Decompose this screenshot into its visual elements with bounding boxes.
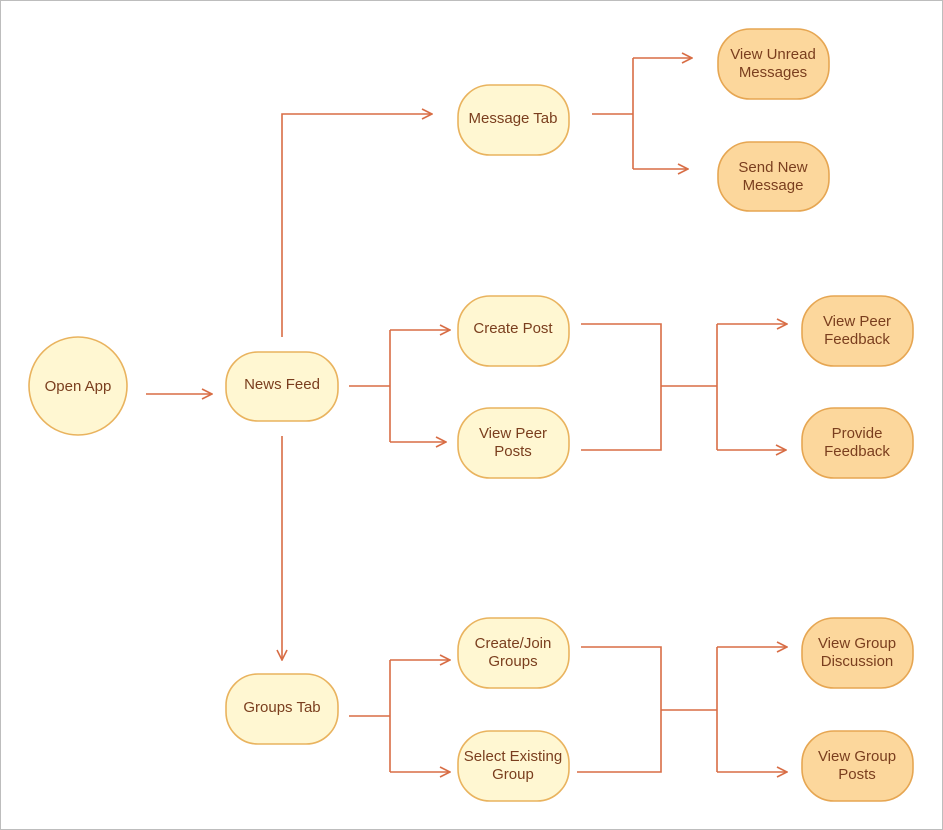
node-label: Groups: [488, 653, 537, 670]
node-label: Select Existing: [464, 748, 562, 765]
node-label: Message: [743, 177, 804, 194]
node-label: Feedback: [824, 331, 890, 348]
edge-posts-merge: [581, 323, 718, 451]
node-label: Create/Join: [475, 635, 552, 652]
svg-text:Groups Tab: Groups Tab: [243, 699, 320, 716]
node-label: Messages: [739, 64, 807, 81]
node-news-feed[interactable]: News Feed: [225, 351, 339, 422]
node-label: Message Tab: [469, 110, 558, 127]
node-open-app[interactable]: Open App: [28, 336, 128, 436]
edge-news-branch: [349, 330, 391, 442]
edges: [146, 58, 787, 772]
node-label: View Group: [818, 635, 896, 652]
edge-groups-merge: [577, 646, 718, 773]
node-label: Feedback: [824, 443, 890, 460]
node-label: Posts: [838, 766, 876, 783]
node-label: Open App: [45, 378, 112, 395]
node-label: View Group: [818, 748, 896, 765]
node-label: View Peer: [479, 425, 547, 442]
node-label: Create Post: [473, 320, 553, 337]
node-message-tab[interactable]: Message Tab: [457, 84, 570, 156]
edge-groups-branch: [349, 660, 391, 772]
node-label: Provide: [832, 425, 883, 442]
node-label: Send New: [738, 159, 807, 176]
node-label: News Feed: [244, 376, 320, 393]
node-label: Posts: [494, 443, 532, 460]
svg-text:Open App: Open App: [45, 378, 112, 395]
node-label: View Peer: [823, 313, 891, 330]
node-label: View Unread: [730, 46, 816, 63]
node-create-post[interactable]: Create Post: [457, 295, 570, 367]
node-label: Discussion: [821, 653, 894, 670]
node-label: Group: [492, 766, 534, 783]
svg-text:Create Post: Create Post: [473, 320, 553, 337]
edge-news-to-message: [281, 114, 432, 337]
node-groups-tab[interactable]: Groups Tab: [225, 673, 339, 745]
svg-text:News Feed: News Feed: [244, 376, 320, 393]
svg-text:Message Tab: Message Tab: [469, 110, 558, 127]
node-label: Groups Tab: [243, 699, 320, 716]
edge-message-branch: [592, 58, 634, 169]
